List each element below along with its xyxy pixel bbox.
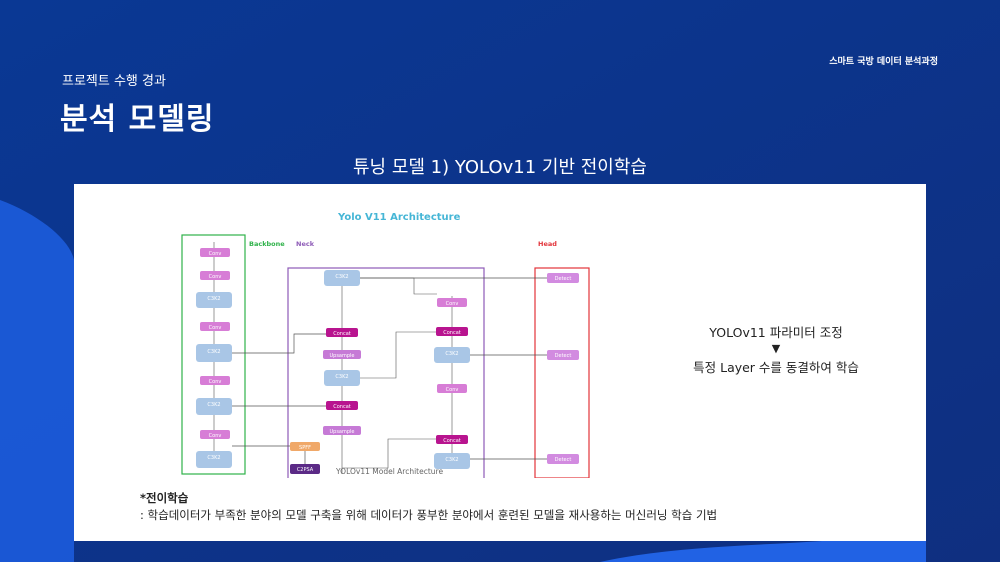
neck-upsample-2: [323, 426, 361, 435]
neck-right-c3k2-1: [434, 347, 470, 363]
backbone-c3k2-2-label: C3K2: [207, 349, 220, 355]
head-detect-1-label: Detect: [555, 276, 572, 282]
backbone-c3k2-3: [196, 398, 232, 415]
neck-c2psa: [290, 464, 320, 474]
neck-right-conv-1: [437, 298, 467, 307]
footnote: *전이학습 : 학습데이터가 부족한 분야의 모델 구축을 위해 데이터가 풍부…: [140, 490, 717, 524]
neck-right-conv-2-label: Conv: [446, 387, 459, 393]
backbone-conv-1-label: Conv: [209, 251, 222, 257]
backbone-c3k2-2: [196, 344, 232, 362]
backbone-conv-2: [200, 271, 230, 280]
neck-label: Neck: [296, 240, 315, 248]
backbone-frame: [181, 234, 246, 475]
section-eyebrow: 프로젝트 수행 경과: [62, 74, 166, 89]
page-title: 분석 모델링: [60, 102, 215, 137]
head-label: Head: [538, 240, 557, 248]
neck-concat-2: [326, 401, 358, 410]
neck-c2psa-label: C2PSA: [297, 467, 314, 473]
yolo-architecture-diagram: Yolo V11 Architecture Backbone Neck Head…: [181, 212, 590, 478]
footnote-term: *전이학습: [140, 491, 189, 505]
backbone-conv-4: [200, 376, 230, 385]
head-detect-3-label: Detect: [555, 457, 572, 463]
neck-right-concat-2-label: Concat: [443, 438, 461, 444]
organization-label: 스마트 국방 데이터 분석과정: [829, 57, 938, 67]
backbone-c3k2-1: [196, 292, 232, 308]
neck-concat-1: [326, 328, 358, 337]
diagram-caption: YOLOv11 Model Architecture: [336, 467, 444, 476]
neck-right-c3k2-2-label: C3K2: [445, 457, 458, 463]
neck-right-c3k2-1-label: C3K2: [445, 351, 458, 357]
backbone-conv-1: [200, 248, 230, 257]
head-frame: [534, 267, 590, 478]
head-detect-3: [547, 454, 579, 464]
neck-upsample-1-label: Upsample: [329, 353, 354, 359]
backbone-conv-4-label: Conv: [209, 379, 222, 385]
backbone-conv-5: [200, 430, 230, 439]
tuning-note: YOLOv11 파라미터 조정 ▼ 특정 Layer 수를 동결하여 학습: [676, 322, 876, 376]
backbone-conv-2-label: Conv: [209, 274, 222, 280]
neck-right-conv-1-label: Conv: [446, 301, 459, 307]
neck-c3k2-top-label: C3K2: [335, 274, 348, 280]
neck-right-conv-2: [437, 384, 467, 393]
neck-right-concat-1-label: Concat: [443, 330, 461, 336]
backbone-conv-3-label: Conv: [209, 325, 222, 331]
neck-c3k2-mid: [324, 370, 360, 386]
neck-right-concat-1: [436, 327, 468, 336]
neck-c3k2-top: [324, 270, 360, 286]
neck-spff: [290, 442, 320, 451]
neck-right-concat-2: [436, 435, 468, 444]
head-detect-1: [547, 273, 579, 283]
neck-c3k2-mid-label: C3K2: [335, 374, 348, 380]
backbone-c3k2-4: [196, 451, 232, 468]
backbone-label: Backbone: [249, 240, 285, 248]
neck-frame: [287, 267, 485, 478]
backbone-conv-3: [200, 322, 230, 331]
diagram-title: Yolo V11 Architecture: [337, 212, 461, 223]
head-detect-2: [547, 350, 579, 360]
backbone-c3k2-4-label: C3K2: [207, 455, 220, 461]
neck-spff-label: SPFF: [299, 445, 311, 451]
head-detect-2-label: Detect: [555, 353, 572, 359]
backbone-conv-5-label: Conv: [209, 433, 222, 439]
note-line-2: 특정 Layer 수를 동결하여 학습: [693, 360, 859, 375]
footnote-definition: : 학습데이터가 부족한 분야의 모델 구축을 위해 데이터가 풍부한 분야에서…: [140, 508, 718, 522]
slide-subtitle: 튜닝 모델 1) YOLOv11 기반 전이학습: [353, 157, 647, 178]
neck-concat-2-label: Concat: [333, 404, 351, 410]
neck-concat-1-label: Concat: [333, 331, 351, 337]
backbone-c3k2-3-label: C3K2: [207, 402, 220, 408]
neck-upsample-1: [323, 350, 361, 359]
neck-right-c3k2-2: [434, 453, 470, 469]
neck-upsample-2-label: Upsample: [329, 429, 354, 435]
note-line-1: YOLOv11 파라미터 조정: [709, 325, 843, 340]
backbone-c3k2-1-label: C3K2: [207, 296, 220, 302]
down-arrow-icon: ▼: [771, 342, 781, 355]
content-panel: Yolo V11 Architecture Backbone Neck Head…: [74, 184, 926, 541]
